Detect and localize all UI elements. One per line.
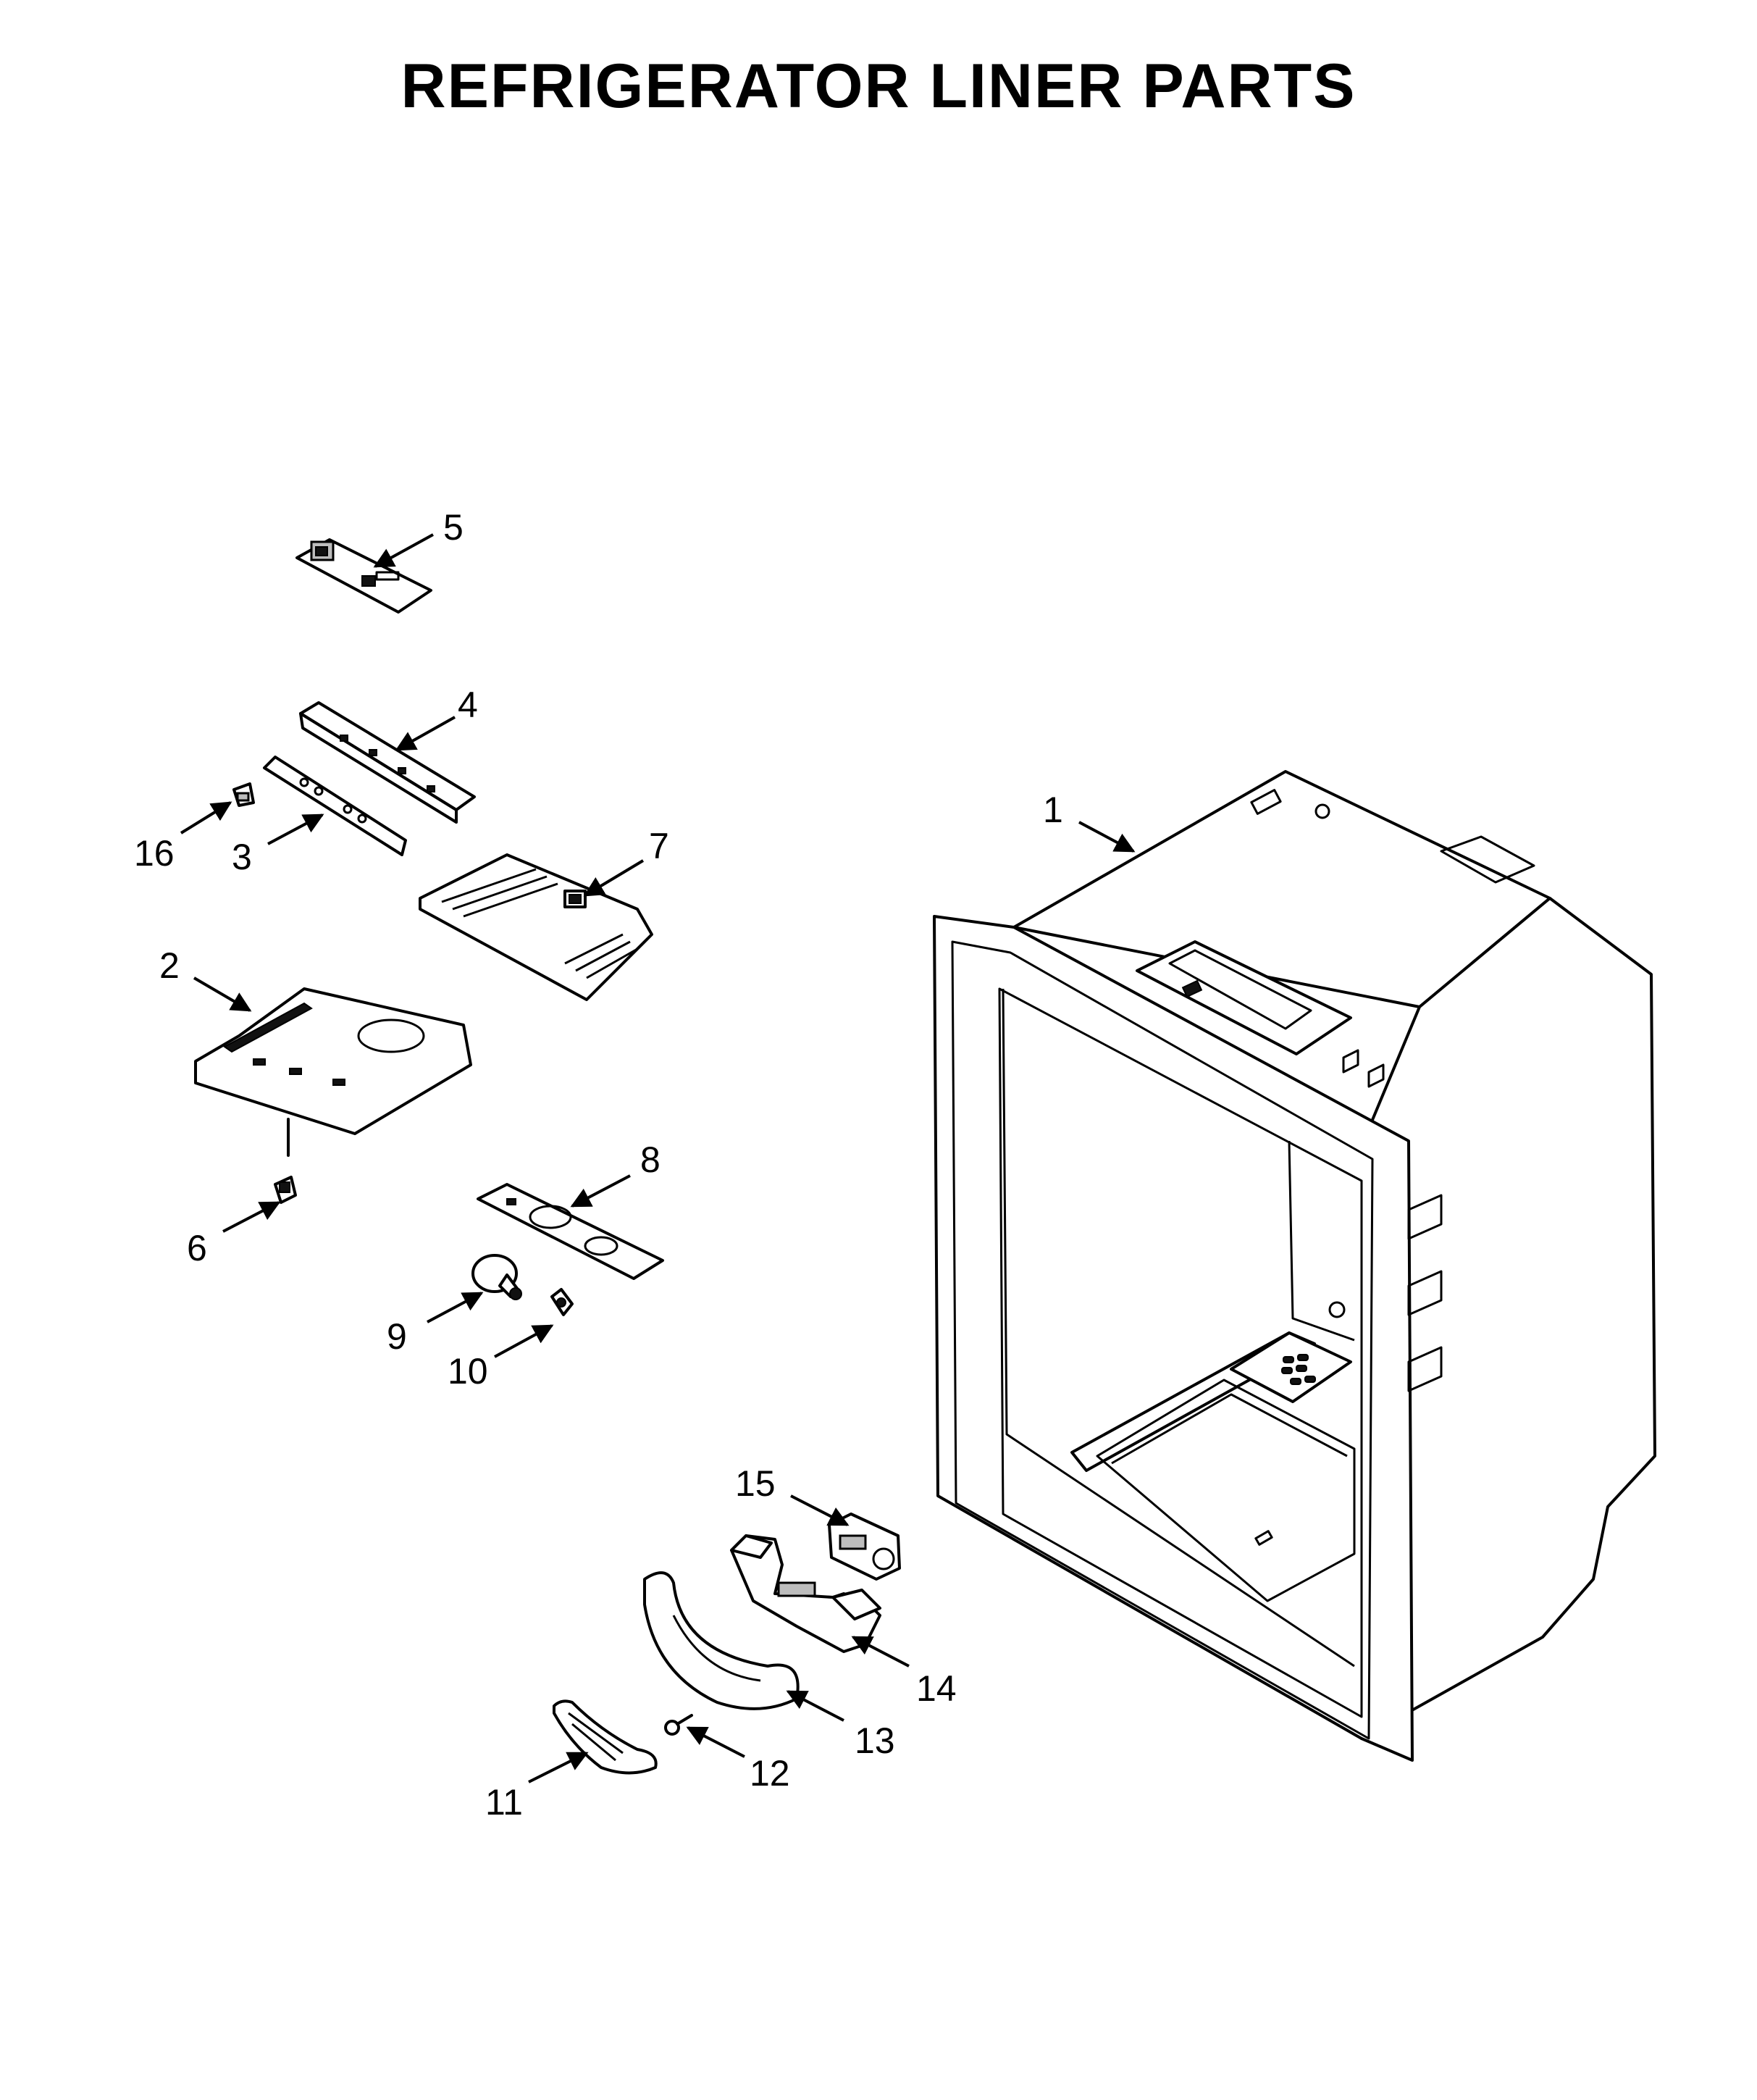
callout-5: 5 [443, 507, 464, 548]
callout-8: 8 [640, 1139, 661, 1180]
part-6-switch[interactable] [274, 1176, 297, 1204]
callout-14: 14 [916, 1668, 957, 1709]
part-8-lamp-housing[interactable] [477, 1183, 664, 1280]
callout-1: 1 [1043, 790, 1063, 830]
callout-10: 10 [448, 1351, 488, 1392]
part-3-control-overlay[interactable] [263, 756, 407, 856]
callout-13: 13 [855, 1720, 895, 1761]
page-title: REFRIGERATOR LINER PARTS [401, 51, 1356, 121]
part-9-bulb[interactable] [471, 1254, 522, 1300]
callout-16: 16 [134, 833, 175, 874]
part-5-control-board[interactable] [295, 538, 432, 614]
part-16-clip[interactable] [232, 782, 255, 807]
callout-6: 6 [187, 1228, 207, 1268]
callout-15: 15 [735, 1463, 776, 1504]
part-2-light-housing[interactable] [194, 987, 472, 1157]
callout-7: 7 [649, 826, 669, 866]
callout-11: 11 [485, 1782, 523, 1823]
callout-3: 3 [232, 837, 252, 877]
callout-9: 9 [387, 1316, 407, 1357]
part-15-actuator[interactable] [828, 1513, 901, 1581]
leader-arrows [180, 533, 1136, 1783]
part-4-control-housing[interactable] [299, 701, 476, 824]
callout-labels: 1 2 3 4 5 6 7 8 9 10 11 12 13 14 15 16 [134, 507, 1063, 1823]
part-13-dispenser-cover[interactable] [643, 1571, 800, 1710]
part-10-socket[interactable] [550, 1288, 574, 1316]
callout-12: 12 [750, 1753, 790, 1794]
part-1-liner[interactable] [933, 770, 1656, 1762]
part-14-dispenser-frame[interactable] [730, 1534, 881, 1653]
part-12-screw[interactable] [664, 1714, 693, 1736]
callout-2: 2 [159, 945, 180, 986]
callout-4: 4 [458, 685, 478, 725]
